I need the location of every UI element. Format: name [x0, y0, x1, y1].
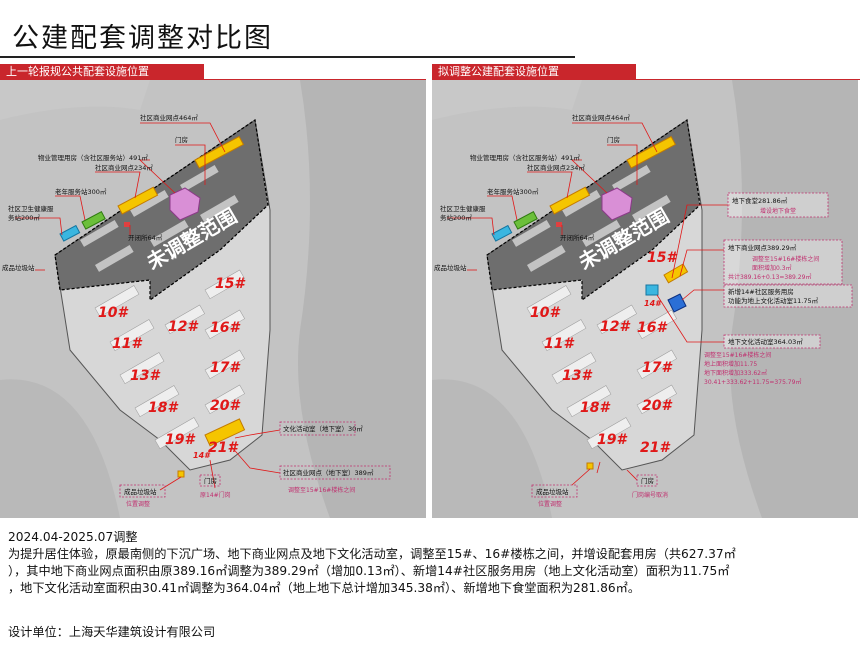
bno-13: 13# — [562, 368, 592, 384]
designer-credit: 设计单位：上海天华建筑设计有限公司 — [8, 625, 216, 639]
title-rule — [0, 56, 575, 58]
shop464-block — [626, 135, 677, 169]
switch-block — [556, 222, 562, 227]
caption-line-3: ），其中地下商业网点面积由原389.16㎡调整为389.29㎡（增加0.13㎡）… — [8, 564, 730, 578]
right-label-switch: 开闭所64㎡ — [560, 233, 595, 242]
bno-18: 18# — [148, 400, 178, 416]
caption-line-4: ，地下文化活动室面积由30.41㎡调整为364.04㎡（地上地下总计增加345.… — [8, 581, 641, 595]
right-label-garbage: 成品垃圾站 — [434, 263, 467, 272]
new-culture-block — [645, 284, 659, 296]
left-label-garbage-bottom: 成品垃圾站 — [124, 487, 157, 496]
right-label-shop38929: 地下商业网点389.29㎡ — [728, 243, 797, 252]
property-block — [601, 187, 633, 221]
bno-16: 16# — [210, 320, 240, 336]
left-note-gate14: 原14#门岗 — [200, 491, 231, 499]
page-title: 公建配套调整对比图 — [12, 23, 273, 54]
bno-21: 21# — [208, 440, 238, 456]
bno-17: 17# — [210, 360, 240, 376]
bno-12: 12# — [168, 319, 198, 335]
right-panel-header: 拟调整公建配套设施位置 — [432, 64, 636, 80]
right-label-canteen: 地下食堂281.86㎡ — [732, 196, 788, 205]
right-culture-note3: 地下面积增加333.62㎡ — [704, 369, 767, 377]
right-label-property: 物业管理用房（含社区服务站）491㎡ — [470, 153, 580, 162]
right-shop-note1: 调整至15#16#楼栋之间 — [752, 255, 819, 263]
left-label-elder: 老年服务站300㎡ — [55, 187, 107, 196]
elder-block — [81, 210, 106, 230]
bno-14: 14# — [644, 299, 662, 308]
bno-20: 20# — [210, 398, 240, 414]
unchanged-zone — [487, 120, 700, 300]
right-culture-note1: 调整至15#16#楼栋之间 — [704, 351, 771, 359]
bno-21: 21# — [640, 440, 670, 456]
new-14-block — [667, 293, 687, 313]
right-note-gate: 门岗编号取消 — [632, 491, 668, 499]
bno-17: 17# — [642, 360, 672, 376]
right-label-shop234: 社区商业网点234㎡ — [527, 163, 585, 172]
right-label-gate-bottom: 门房 — [641, 476, 654, 485]
left-label-garbage: 成品垃圾站 — [2, 263, 35, 272]
right-label-health2: 务站200㎡ — [440, 213, 472, 222]
bno-19: 19# — [597, 432, 627, 448]
right-culture-note2: 地上面积增加11.75 — [704, 360, 757, 368]
right-label-elder: 老年服务站300㎡ — [487, 187, 539, 196]
right-garbage-bottom-mark — [586, 462, 594, 470]
shop464-block — [194, 135, 245, 169]
bno-12: 12# — [600, 319, 630, 335]
health-block — [491, 224, 513, 242]
bno-10: 10# — [98, 305, 128, 321]
left-label-shop234: 社区商业网点234㎡ — [95, 163, 153, 172]
right-shop-note3: 共计389.16+0.13=389.29㎡ — [728, 273, 811, 281]
bno-15: 15# — [647, 250, 677, 266]
right-culture-note4: 30.41+333.62+11.75=375.79㎡ — [704, 378, 801, 386]
bno-11: 11# — [112, 336, 142, 352]
switch-block — [124, 222, 130, 227]
right-site-plan: 未调整范围 10# 11# 12# 13# 15# 16# 17# 18# — [432, 80, 858, 518]
left-label-shop464: 社区商业网点464㎡ — [140, 113, 198, 122]
caption: 2024.04-2025.07调整 为提升居住体验，原最南侧的下沉广场、地下商业… — [8, 529, 854, 597]
right-shop-note2: 面积增加0.3㎡ — [752, 264, 792, 272]
left-label-health1: 社区卫生健康服 — [8, 204, 54, 213]
left-header-rule — [204, 79, 426, 80]
left-label-switch: 开闭所64㎡ — [128, 233, 163, 242]
left-note-move: 调整至15#16#楼栋之间 — [288, 486, 355, 494]
bno-18: 18# — [580, 400, 610, 416]
elder-block — [513, 210, 538, 230]
bno-15: 15# — [215, 276, 245, 292]
bno-13: 13# — [130, 368, 160, 384]
right-label-culture364: 地下文化活动室364.03㎡ — [728, 337, 803, 346]
left-label-culture: 文化活动室（地下室）30㎡ — [283, 424, 363, 433]
right-label-health1: 社区卫生健康服 — [440, 204, 486, 213]
left-label-gate-bottom: 门房 — [204, 476, 217, 485]
left-label-property: 物业管理用房（含社区服务站）491㎡ — [38, 153, 148, 162]
caption-line-2: 为提升居住体验，原最南侧的下沉广场、地下商业网点及地下文化活动室，调整至15#、… — [8, 547, 736, 561]
right-label-new14a: 新增14#社区服务用房 — [728, 287, 794, 296]
bno-11: 11# — [544, 336, 574, 352]
bno-19: 19# — [165, 432, 195, 448]
left-label-guard: 门房 — [175, 135, 188, 144]
caption-line-1: 2024.04-2025.07调整 — [8, 530, 138, 544]
bno-14: 14# — [193, 451, 211, 460]
left-panel-header: 上一轮报规公共配套设施位置 — [0, 64, 204, 80]
property-block — [169, 187, 201, 221]
health-block — [59, 224, 81, 242]
right-label-shop464: 社区商业网点464㎡ — [572, 113, 630, 122]
right-header-rule — [636, 79, 860, 80]
sunken-square — [204, 418, 246, 447]
left-site-plan: 未调整范围 10# 11# 12# 13# 15# 16# 17# — [0, 80, 426, 518]
left-garbage-bottom-mark — [177, 470, 185, 478]
bno-20: 20# — [642, 398, 672, 414]
right-canteen-note: 增设地下食堂 — [760, 207, 796, 215]
bno-16: 16# — [637, 320, 667, 336]
right-label-garbage-bottom: 成品垃圾站 — [536, 487, 569, 496]
bno-10: 10# — [530, 305, 560, 321]
left-note-location: 位置调整 — [126, 500, 150, 508]
right-label-guard: 门房 — [607, 135, 620, 144]
left-label-health2: 务站200㎡ — [8, 213, 40, 222]
right-label-new14b: 功能为地上文化活动室11.75㎡ — [728, 296, 819, 305]
right-note-location: 位置调整 — [538, 500, 562, 508]
left-label-shop389: 社区商业网点（地下室）389㎡ — [283, 468, 374, 477]
